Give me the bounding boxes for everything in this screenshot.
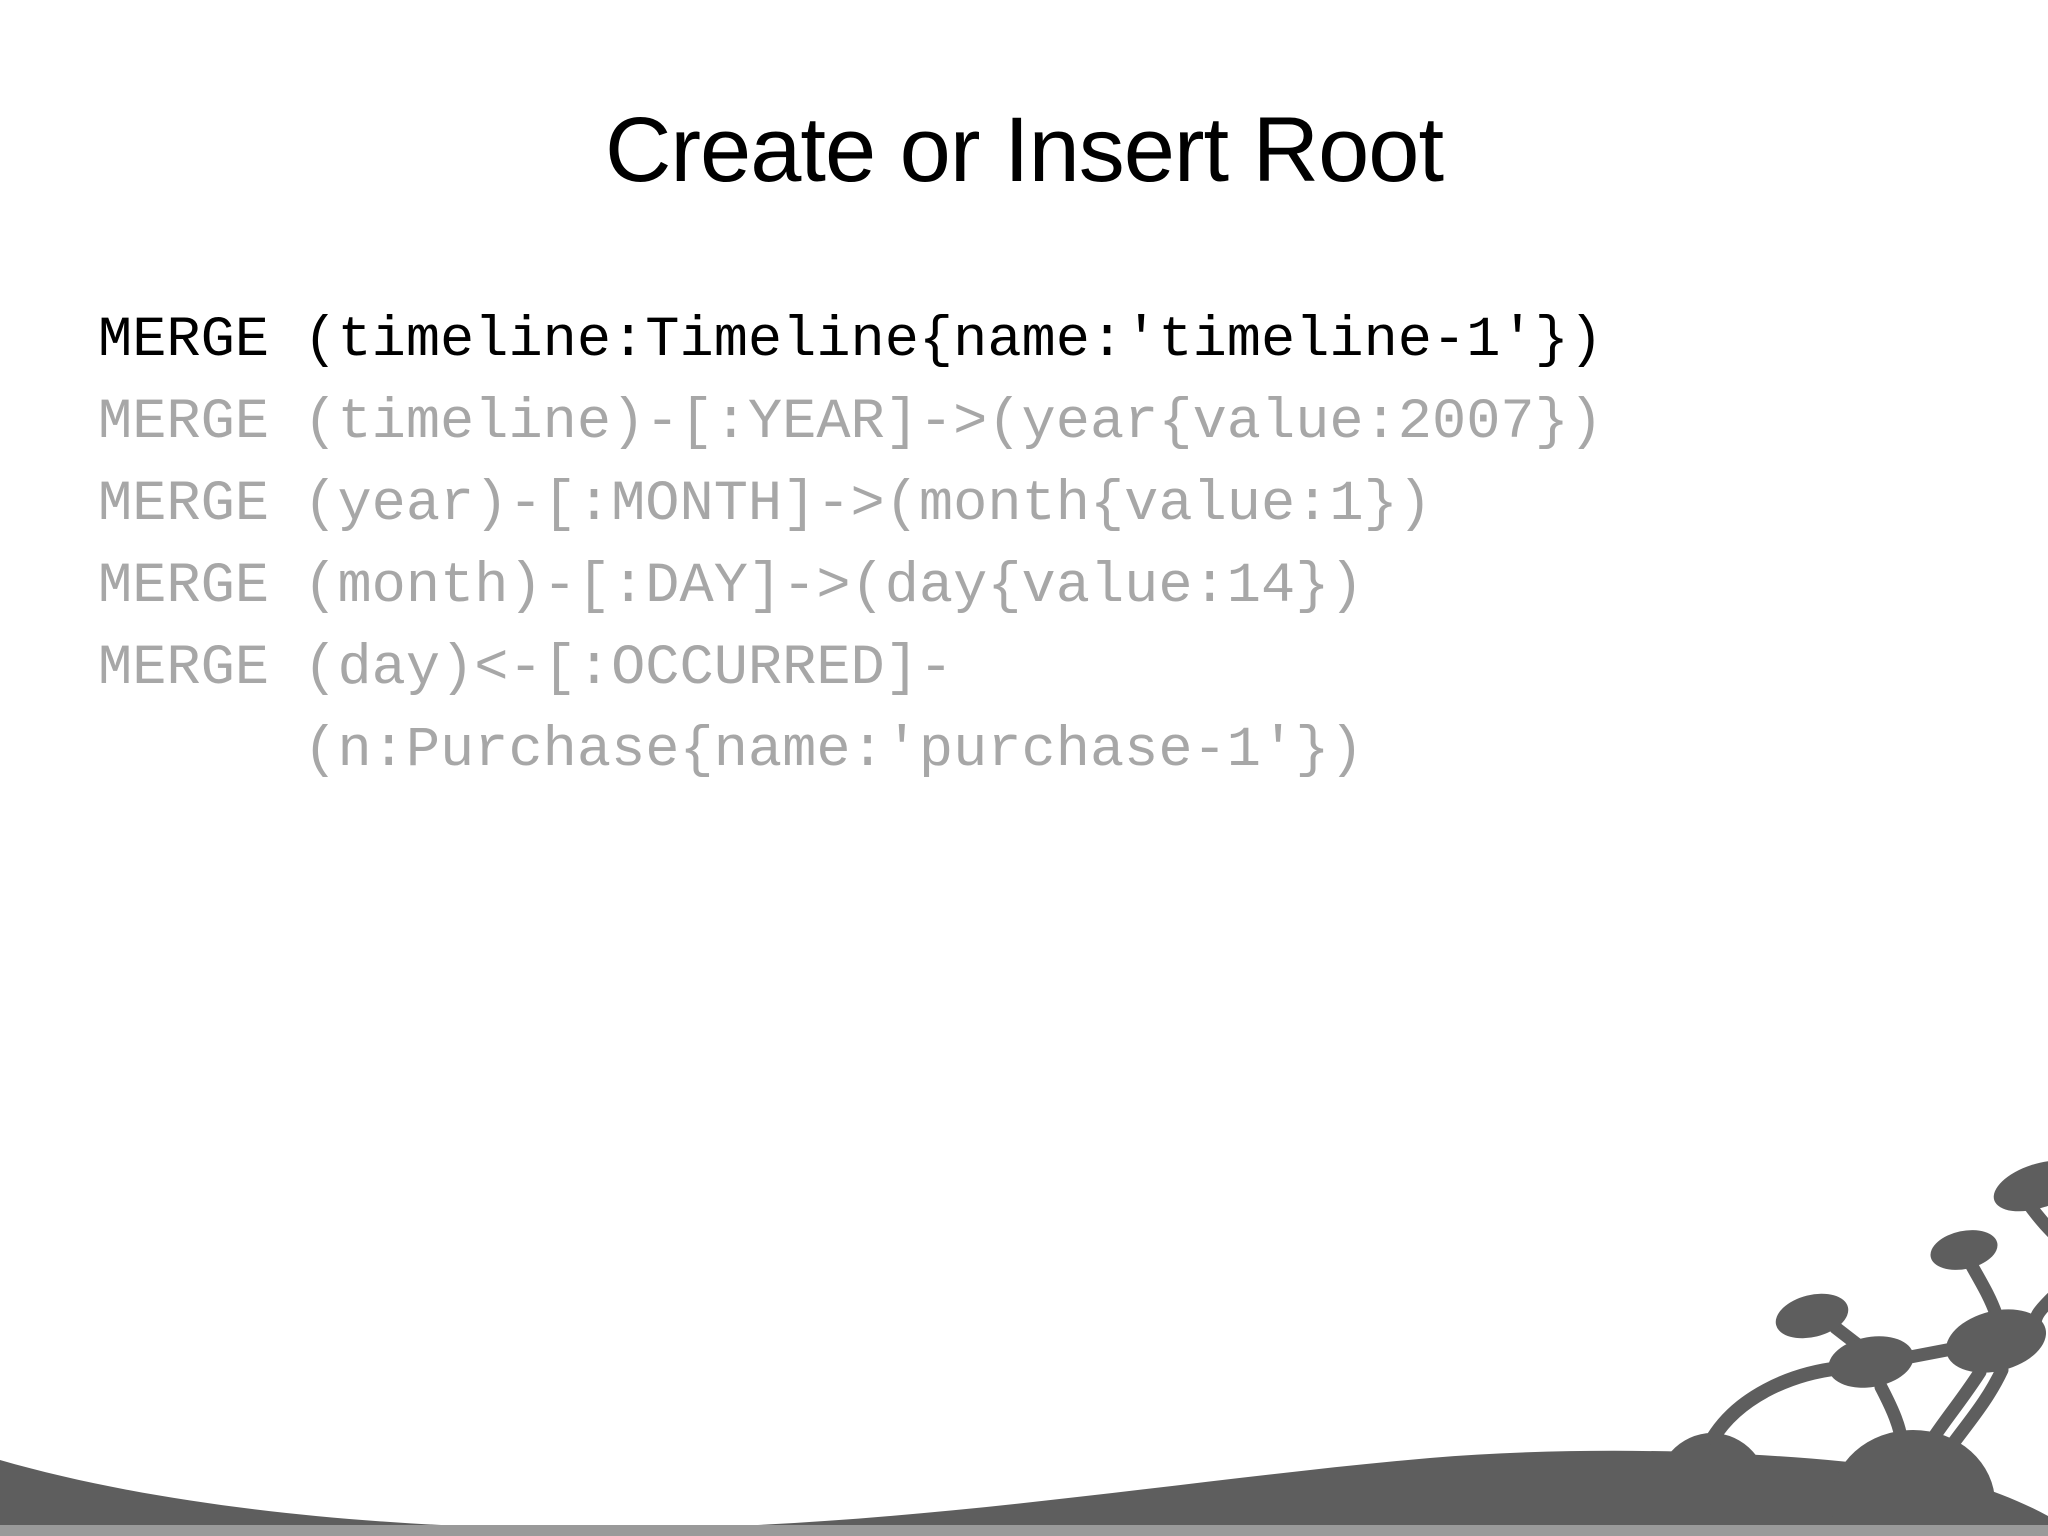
code-line-2: MERGE (timeline)-[:YEAR]->(year{value:20…	[98, 391, 1604, 455]
code-line-3: MERGE (year)-[:MONTH]->(month{value:1})	[98, 473, 1433, 537]
code-line-5: MERGE (day)<-[:OCCURRED]-	[98, 637, 954, 701]
code-block: MERGE (timeline:Timeline{name:'timeline-…	[98, 300, 2008, 792]
footer-strip	[0, 1525, 2048, 1536]
code-line-4: MERGE (month)-[:DAY]->(day{value:14})	[98, 555, 1364, 619]
graph-stems	[1706, 1196, 2048, 1454]
graph-nodes	[1775, 1160, 2048, 1388]
code-line-6: (n:Purchase{name:'purchase-1'})	[98, 719, 1364, 783]
wave-silhouette	[0, 1430, 2048, 1536]
code-line-1: MERGE (timeline:Timeline{name:'timeline-…	[98, 309, 1604, 373]
slide-title: Create or Insert Root	[604, 99, 1444, 201]
